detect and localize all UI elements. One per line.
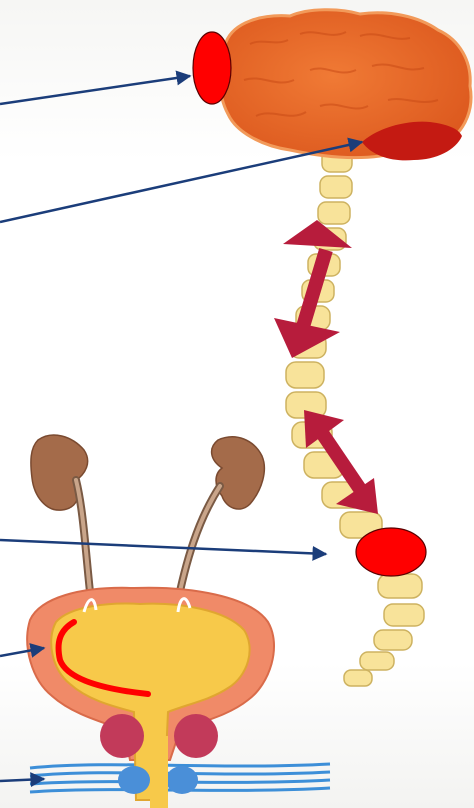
- pons-cord-double-arrow: [274, 220, 352, 358]
- urethra: [150, 736, 168, 808]
- sacral-cord-marker: [356, 528, 426, 576]
- pointer-arrow-3: [0, 540, 326, 554]
- brain: [219, 10, 471, 161]
- pointer-arrow-1: [0, 76, 190, 104]
- cortex-lesion-marker: [193, 32, 231, 104]
- right-kidney: [212, 437, 265, 509]
- pointer-arrow-5: [0, 779, 44, 781]
- kidneys: [31, 435, 264, 510]
- pointer-arrow-2: [0, 142, 362, 222]
